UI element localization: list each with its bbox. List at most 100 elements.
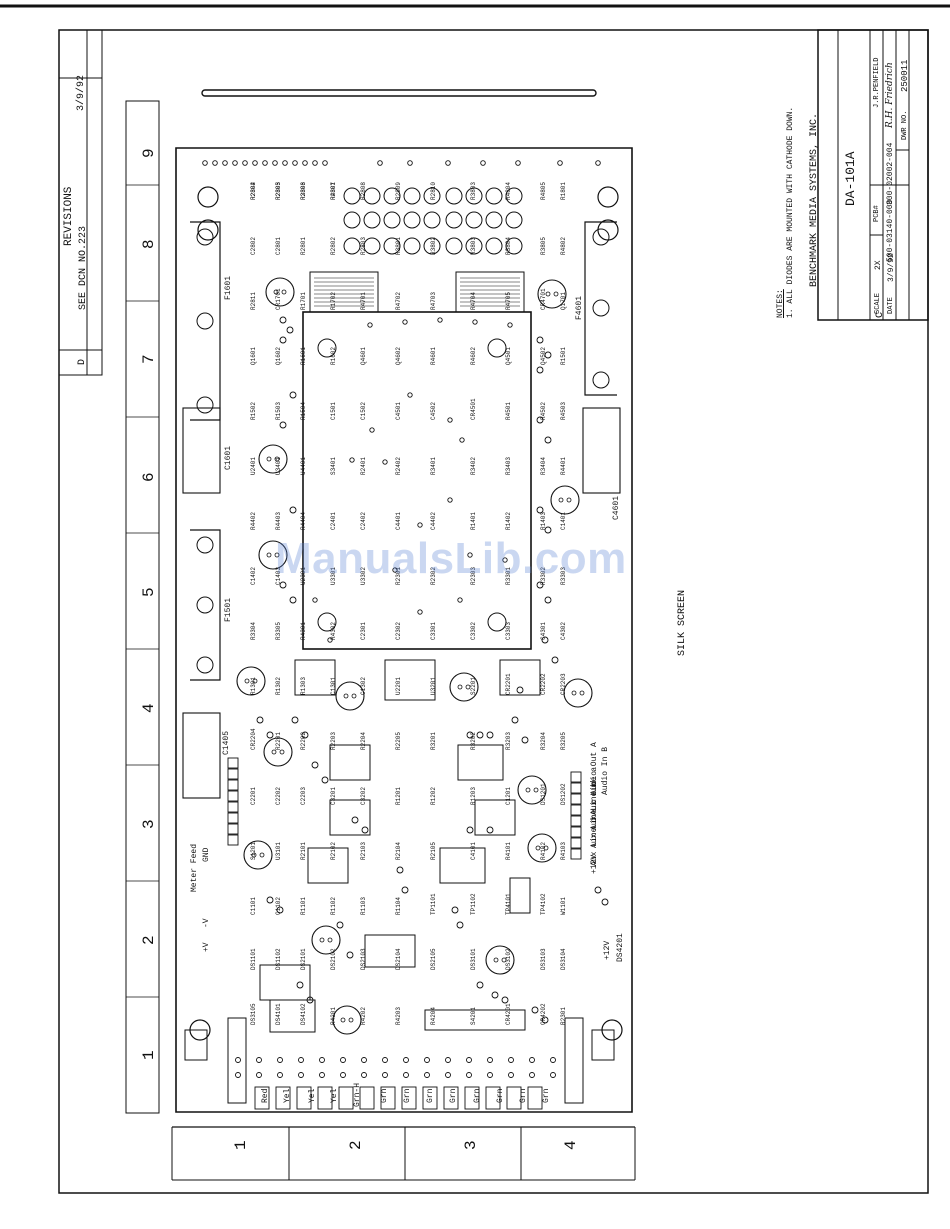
ref-designator: C2302: [395, 621, 402, 640]
ref-designator: Q4501: [505, 346, 512, 365]
ref-designator: R1102: [330, 896, 337, 915]
drawing-title: DA-101A: [843, 151, 858, 206]
fuse-holder: [190, 529, 221, 681]
component-pad: [346, 951, 354, 959]
ref-designator: R1602: [330, 346, 337, 365]
led-pad: [256, 1057, 262, 1063]
ref-designator: R1801: [560, 181, 567, 200]
component-pad: [286, 326, 294, 334]
header-pad: [202, 160, 208, 166]
fuse-label-f1601: F1601: [224, 275, 233, 300]
led-pad: [508, 1072, 514, 1078]
header-pad: [445, 160, 451, 166]
trimmer: [485, 237, 503, 255]
ref-designator: R4701: [360, 291, 367, 310]
led-pad: [550, 1072, 556, 1078]
component-pad: [536, 581, 544, 589]
ref-designator: R3402: [470, 456, 477, 475]
trimmer: [363, 211, 381, 229]
company-name: BENCHMARK MEDIA SYSTEMS, INC.: [809, 112, 820, 287]
capacitor-pad: [545, 291, 551, 297]
header-pad: [262, 160, 268, 166]
fuse-clip: [196, 228, 214, 246]
ref-designator: DS1202: [560, 783, 567, 805]
capacitor-pad: [266, 456, 272, 462]
output-label-audio-in-b: Audio In B: [601, 746, 610, 795]
capacitor-pad: [558, 497, 564, 503]
ref-designator: C3201: [330, 786, 337, 805]
shield-outline: [302, 311, 532, 650]
capacitor-pad: [553, 291, 559, 297]
fuse-label-f1501: F1501: [224, 597, 233, 622]
header-pad: [252, 160, 258, 166]
row-number-1: 1: [232, 1140, 250, 1150]
component-pad: [301, 731, 309, 739]
ref-designator: TP1101: [430, 893, 437, 915]
component-pad: [296, 981, 304, 989]
header-pad: [302, 160, 308, 166]
capacitor: [563, 678, 593, 708]
trimmer: [363, 237, 381, 255]
component-pad: [536, 336, 544, 344]
ref-designator: R2203: [330, 731, 337, 750]
header-pad: [515, 160, 521, 166]
cap-label-c1405: C1405: [222, 730, 231, 755]
ref-designator: R4503: [560, 401, 567, 420]
header-pad: [480, 160, 486, 166]
capacitor-pad: [274, 552, 280, 558]
ref-designator: R4102: [540, 841, 547, 860]
ref-designator: R2105: [430, 841, 437, 860]
terminal-block: [227, 1017, 247, 1104]
led-label: Grn: [380, 1088, 389, 1103]
connector-pin: [227, 757, 239, 769]
trimmer: [485, 187, 503, 205]
component-pad: [361, 826, 369, 834]
left-label-minus-v: -V: [202, 918, 211, 928]
mount-hole: [487, 612, 507, 632]
revisions-block: [58, 29, 103, 376]
capacitor-pad: [244, 678, 250, 684]
led-pad: [382, 1057, 388, 1063]
via: [417, 609, 423, 615]
trimmer: [363, 187, 381, 205]
led-pad: [277, 1072, 283, 1078]
ic-package: [364, 934, 416, 968]
led-outline: [422, 1086, 438, 1110]
led-label: Yel: [330, 1088, 339, 1103]
component-pad: [476, 981, 484, 989]
component-pad: [279, 581, 287, 589]
ref-designator: R1301: [250, 676, 257, 695]
led-label: Grn: [519, 1088, 528, 1103]
ref-designator: DS1102: [275, 948, 282, 970]
capacitor-pad: [501, 957, 507, 963]
connector-pin: [570, 782, 582, 794]
zone-ruler-left: [125, 100, 160, 1114]
ref-designator: CR4202: [540, 1003, 547, 1025]
ref-designator: U2401: [250, 456, 257, 475]
via: [502, 557, 508, 563]
side-label-ds4201: DS4201: [616, 933, 625, 962]
cap-label-c1601: C1601: [224, 445, 233, 470]
led-outline: [338, 1086, 354, 1110]
component-pad: [279, 421, 287, 429]
ic-package: [474, 799, 516, 836]
fuse-clip: [196, 596, 214, 614]
capacitor-pad: [525, 787, 531, 793]
header-pad: [232, 160, 238, 166]
led-outline: [254, 1086, 270, 1110]
fuse-clip: [196, 656, 214, 674]
led-outline: [527, 1086, 543, 1110]
led-pad: [424, 1072, 430, 1078]
via: [392, 567, 398, 573]
ref-designator: R2811: [250, 291, 257, 310]
via: [367, 322, 373, 328]
ref-designator: R2201: [275, 731, 282, 750]
ref-designator: R2104: [395, 841, 402, 860]
led-outline: [380, 1086, 396, 1110]
led-label: Yel: [308, 1088, 317, 1103]
ref-designator: R4402: [250, 511, 257, 530]
capacitor: [311, 925, 341, 955]
ref-designator: DS2104: [395, 948, 402, 970]
header-pad: [407, 160, 413, 166]
led-pad: [382, 1072, 388, 1078]
